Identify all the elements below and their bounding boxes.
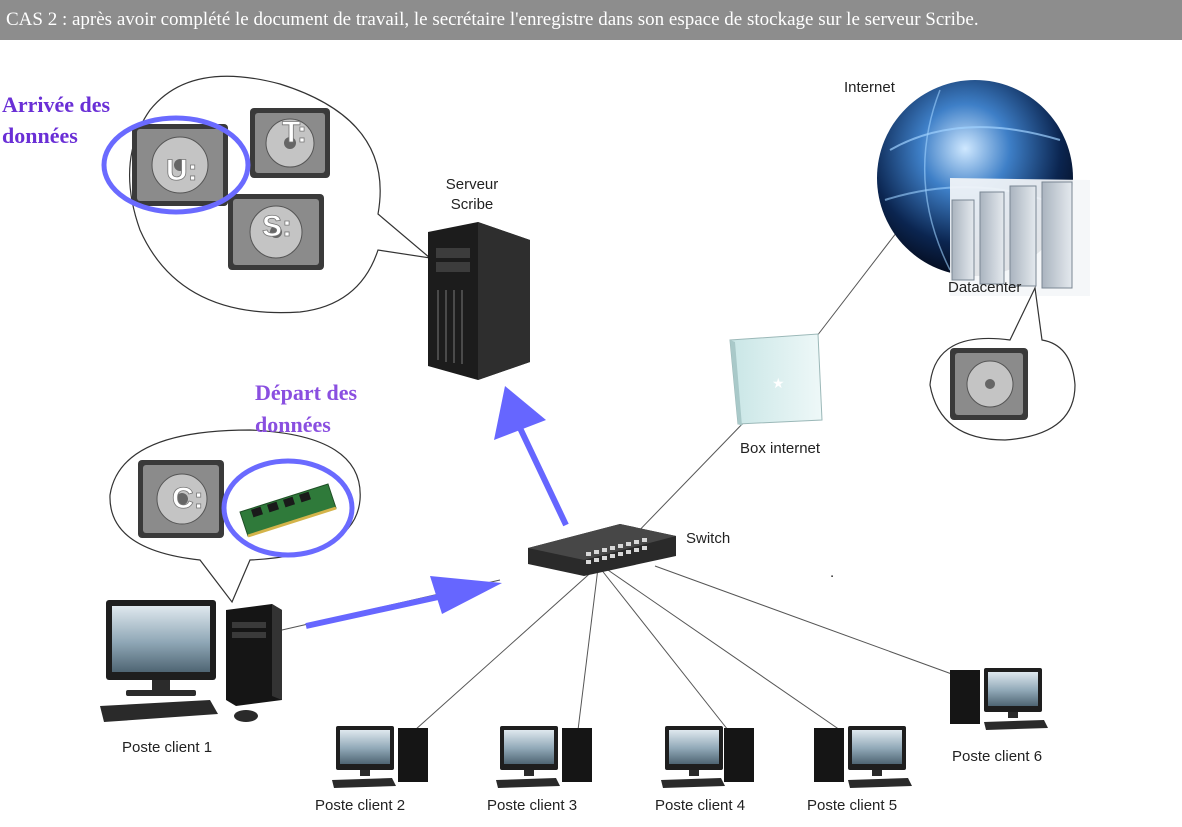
client2-label: Poste client 2 — [315, 797, 405, 814]
banner-text: CAS 2 : après avoir complété le document… — [6, 9, 979, 30]
client6-label: Poste client 6 — [952, 748, 1042, 765]
banner: CAS 2 : après avoir complété le document… — [0, 0, 1182, 40]
hard-drive-c: C: — [138, 460, 224, 538]
box-label: Box internet — [740, 440, 821, 457]
client3-label: Poste client 3 — [487, 797, 577, 814]
arrow-client1-to-switch-head — [430, 576, 502, 614]
cable-client3 — [577, 567, 599, 731]
client6-computer-icon — [950, 668, 1048, 730]
arrival-title-line2: données — [2, 123, 78, 148]
hard-drive-u: U: — [132, 124, 228, 206]
client1-computer-icon — [100, 600, 282, 722]
switch-icon — [528, 524, 676, 576]
cable-client5 — [604, 567, 841, 731]
datacenter-hard-drive-icon — [950, 348, 1028, 420]
internet-label: Internet — [844, 79, 896, 96]
cable-client4 — [599, 567, 729, 731]
client1-label: Poste client 1 — [122, 739, 212, 756]
departure-title-line1: Départ des — [255, 380, 357, 405]
arrival-highlight-ring — [101, 115, 251, 215]
cable-client2 — [414, 567, 597, 731]
arrival-title-line1: Arrivée des — [2, 92, 111, 117]
switch-label: Switch — [686, 530, 730, 547]
datacenter-callout — [929, 285, 1076, 441]
internet-box-icon: ★ — [729, 333, 823, 426]
client4-computer-icon — [661, 726, 754, 788]
cable-box — [629, 417, 749, 541]
hard-drive-s: S: — [228, 194, 324, 270]
departure-title-line2: données — [255, 412, 331, 437]
drive-t-label: T: — [282, 116, 307, 149]
datacenter-label: Datacenter — [948, 279, 1021, 296]
server-label-line1: Serveur — [446, 176, 499, 193]
client5-label: Poste client 5 — [807, 797, 897, 814]
server-tower — [428, 222, 530, 380]
arrow-switch-to-server — [517, 426, 569, 527]
box-star-icon: ★ — [772, 375, 785, 391]
client4-label: Poste client 4 — [655, 797, 745, 814]
departure-highlight-ring — [221, 458, 355, 558]
network-cables — [281, 214, 961, 731]
drive-c-label: C: — [172, 482, 204, 515]
data-flow-arrows — [305, 386, 569, 629]
arrival-callout: T: S: U: — [101, 75, 433, 314]
hard-drive-t: T: — [250, 108, 330, 178]
arrow-switch-to-server-head — [494, 386, 546, 440]
server-label-line2: Scribe — [451, 196, 494, 213]
cable-client6 — [654, 565, 961, 678]
drive-u-label: U: — [166, 154, 198, 187]
cable-internet — [809, 214, 911, 346]
client3-computer-icon — [496, 726, 592, 788]
client2-computer-icon — [332, 726, 428, 788]
stray-dot: . — [830, 564, 834, 581]
datacenter-racks-icon — [950, 178, 1090, 296]
departure-callout: C: — [109, 429, 361, 604]
drive-s-label: S: — [262, 210, 292, 243]
ram-module-icon — [239, 483, 337, 538]
arrow-client1-to-switch — [305, 591, 453, 629]
client5-computer-icon — [814, 726, 912, 788]
